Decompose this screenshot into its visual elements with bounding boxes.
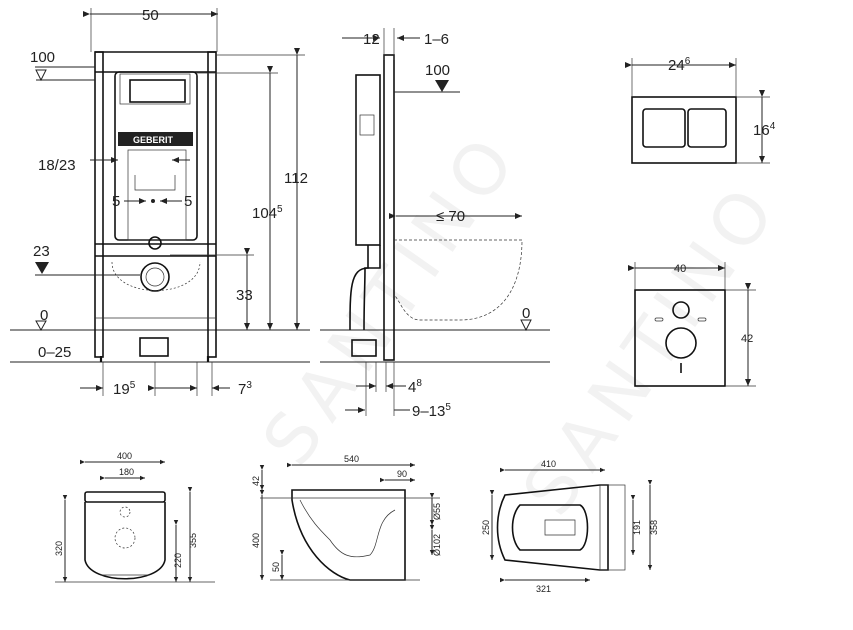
svg-text:250: 250 (481, 520, 491, 535)
frame-side-view: 12 1–6 100 ≤ 70 0 48 9–135 (320, 28, 550, 420)
svg-text:Ø102: Ø102 (432, 534, 442, 556)
svg-text:GEBERIT: GEBERIT (133, 135, 174, 145)
dim-frame-width: 50 (142, 7, 159, 24)
bowl-side-view: 540 90 42 400 50 Ø55 Ø102 (251, 454, 442, 581)
dim-12: 12 (363, 31, 380, 48)
svg-text:321: 321 (536, 584, 551, 594)
svg-text:358: 358 (649, 520, 659, 535)
frame-front-view: GEBERIT 50 100 112 1045 18/23 (10, 7, 310, 398)
dim-range-0-25: 0–25 (38, 344, 71, 361)
dim-18-23: 18/23 (38, 157, 76, 174)
dim-1-6: 1–6 (424, 31, 449, 48)
dim-height-104: 1045 (252, 204, 283, 222)
dim-side-level-100: 100 (425, 62, 450, 79)
watermark: SANTINO SANTINO (247, 116, 796, 530)
svg-text:Ø55: Ø55 (432, 503, 442, 520)
dim-height-33: 33 (236, 287, 253, 304)
dim-le-70: ≤ 70 (436, 208, 465, 225)
dim-plate-width: 246 (668, 56, 691, 74)
svg-text:400: 400 (117, 451, 132, 461)
svg-text:410: 410 (541, 459, 556, 469)
svg-text:220: 220 (173, 553, 183, 568)
sound-pad: 40 42 (628, 262, 756, 387)
svg-text:90: 90 (397, 469, 407, 479)
dim-level-23: 23 (33, 243, 50, 260)
svg-text:50: 50 (271, 562, 281, 572)
svg-text:42: 42 (251, 476, 261, 486)
svg-text:400: 400 (251, 533, 261, 548)
svg-text:SANTINO: SANTINO (507, 166, 796, 530)
dim-side-level-0: 0 (522, 305, 530, 322)
dim-9-13: 9–135 (412, 402, 451, 420)
svg-text:355: 355 (188, 533, 198, 548)
svg-text:320: 320 (54, 541, 64, 556)
dim-4-8: 48 (408, 378, 422, 396)
svg-text:191: 191 (632, 520, 642, 535)
svg-text:180: 180 (119, 467, 134, 477)
dim-pad-height: 42 (741, 333, 753, 345)
dim-level-0: 0 (40, 307, 48, 324)
flush-plate: 246 164 (625, 56, 776, 164)
dim-height-112: 112 (284, 170, 308, 187)
dim-level-100: 100 (30, 49, 55, 66)
dim-plate-height: 164 (753, 121, 776, 139)
bowl-top-view: 410 250 191 358 321 (481, 459, 659, 594)
svg-text:540: 540 (344, 454, 359, 464)
dim-19: 195 (113, 380, 136, 398)
dim-5-right: 5 (184, 193, 192, 210)
bowl-front-view: 400 180 320 355 220 (54, 451, 215, 583)
dim-pad-width: 40 (674, 263, 686, 275)
dim-7: 73 (238, 380, 252, 398)
dim-5-left: 5 (112, 193, 120, 210)
